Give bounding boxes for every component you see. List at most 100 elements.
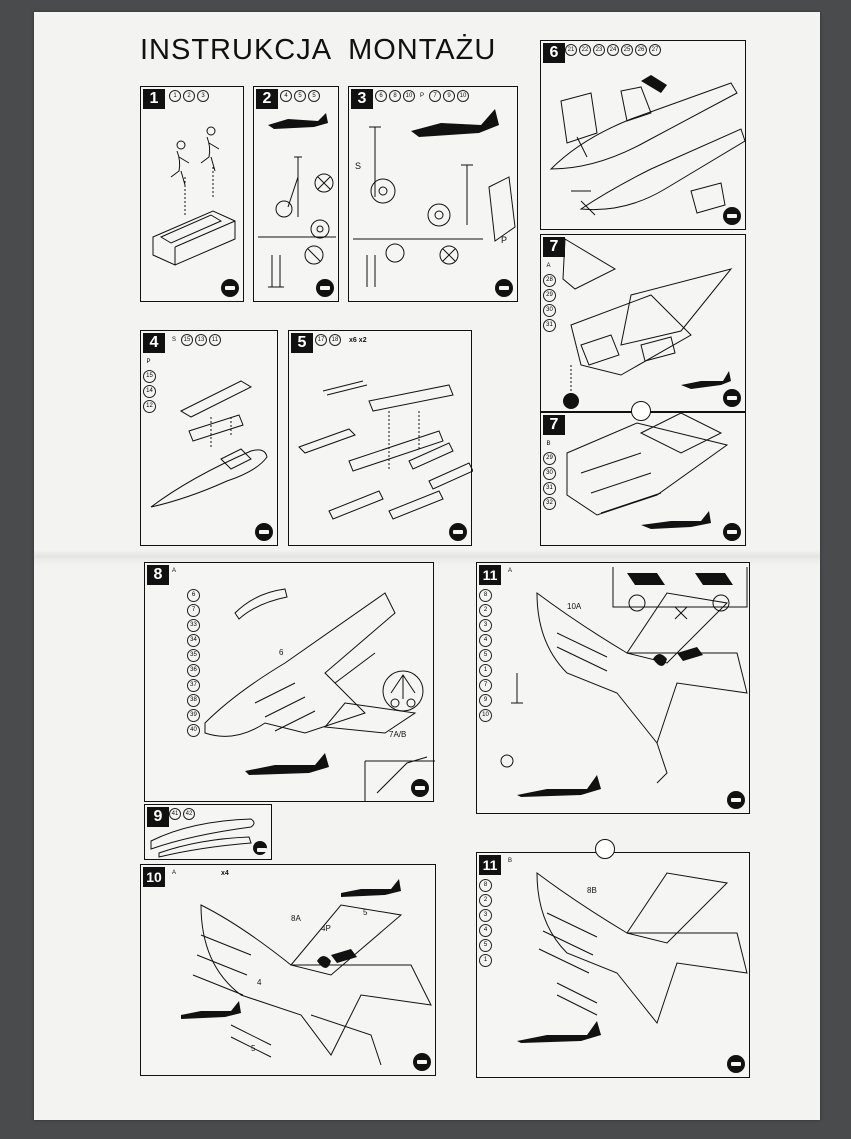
part-ref: 41 [169,808,181,820]
paint-badge-icon [723,207,741,225]
variant-label: A [546,263,551,269]
svg-text:S: S [355,161,361,171]
part-ref: 35 [187,649,200,662]
paint-badge-icon [449,523,467,541]
callout-label: 4P [321,924,331,933]
variant-label: B [507,858,512,864]
parts-list: 6 8 10 P 7 9 10 [375,90,469,102]
part-ref: 8 [479,879,492,892]
variant-label: B [546,441,551,447]
landing-gear-final-drawing: 10A [500,567,748,797]
step-number: 10 [143,867,165,887]
variant-label: A [171,568,176,574]
variant-label: A [507,568,512,574]
underwing-stores-drawing: 8A 4P 5 4 5 [181,879,432,1066]
part-ref: 29 [543,289,556,302]
part-ref: 2 [479,604,492,617]
step-number: 7 [543,415,565,435]
paint-badge-icon [255,523,273,541]
part-ref: 10 [457,90,469,102]
parts-list: A [505,566,515,576]
title-word-1: INSTRUKCJA [140,34,333,66]
part-ref: 10 [403,90,415,102]
step-number: 4 [143,333,165,353]
part-ref: 14 [143,385,156,398]
step-11a-panel: 11 A 8 2 3 4 5 1 7 9 10 [476,562,750,814]
step-3-panel: 3 6 8 10 P 7 9 10 S P [348,86,518,302]
underwing-stores-b-drawing: 8B [517,871,748,1043]
step-number: 9 [147,807,169,827]
side-parts-list: 6 7 33 34 35 36 37 38 39 40 [187,589,200,737]
part-ref: 5 [308,90,320,102]
callout-label: 8B [587,886,597,895]
parts-list: S 15 13 11 [169,334,221,346]
part-ref: 7 [429,90,441,102]
part-ref: 11 [209,334,221,346]
paint-badge-icon [723,523,741,541]
parts-list: 41 42 [169,808,195,820]
no-glue-icon [631,401,651,421]
side-label: S [171,337,176,343]
part-ref: 18 [329,334,341,346]
part-ref: 5 [479,649,492,662]
paint-badge-icon [495,279,513,297]
part-ref: 4 [280,90,292,102]
fuselage-halves-drawing [549,75,746,216]
part-ref: 42 [183,808,195,820]
variant-label: A [171,870,176,876]
wing-assembly-b-drawing [566,413,729,529]
part-ref: 30 [543,304,556,317]
part-ref: 21 [565,44,577,56]
paint-badge-icon [316,279,334,297]
part-ref: 28 [543,274,556,287]
part-ref: 13 [195,334,207,346]
step-number: 11 [479,565,501,585]
part-ref: 26 [635,44,647,56]
step-7b-panel: 7 B 29 30 31 32 [540,401,746,546]
step-number: 7 [543,237,565,257]
step-7a-panel: 7 A 28 29 30 31 [540,234,746,412]
parts-list: 1 2 3 [169,90,209,102]
paint-badge-icon [253,841,267,855]
wing-assembly-a-drawing [562,238,733,409]
part-ref: 36 [187,664,200,677]
step-4-panel: 4 S 15 13 11 P 15 14 12 [140,330,278,546]
step-8-panel: 8 A 6 7 33 34 35 36 37 38 39 40 [144,562,435,802]
callout-label: 4 [257,978,262,987]
part-ref: 32 [543,497,556,510]
step-number: 6 [543,43,565,63]
part-ref: 2 [479,894,492,907]
nose-gear-drawing [258,113,336,288]
parts-list: 17 18 x6 x2 [315,334,367,346]
quantity-label: x4 [221,869,229,877]
callout-label: 8A [291,914,301,923]
svg-text:P: P [501,235,507,245]
parts-list: A x4 [169,868,229,878]
paint-badge-icon [413,1053,431,1071]
callout-label: 6 [279,648,284,657]
part-ref: 34 [187,634,200,647]
parts-list: 21 22 23 24 25 26 27 [565,44,661,56]
quantity-label: x6 [349,336,357,344]
part-ref: 9 [479,694,492,707]
parts-list: 4 5 5 [280,90,320,102]
part-ref: 1 [479,664,492,677]
step-number: 3 [351,89,373,109]
part-ref: 39 [187,709,200,722]
step-number: 1 [143,89,165,109]
callout-label: 7A/B [389,730,406,739]
part-ref: 15 [181,334,193,346]
part-ref: 23 [593,44,605,56]
step-number: 5 [291,333,313,353]
part-ref: 17 [315,334,327,346]
part-ref: 37 [187,679,200,692]
part-ref: 22 [579,44,591,56]
fuel-tank-drawing [150,818,255,858]
part-ref: 27 [649,44,661,56]
quantity-label: x2 [358,336,367,344]
part-ref: 6 [187,589,200,602]
part-ref: 8 [479,589,492,602]
paint-badge-icon [723,389,741,407]
